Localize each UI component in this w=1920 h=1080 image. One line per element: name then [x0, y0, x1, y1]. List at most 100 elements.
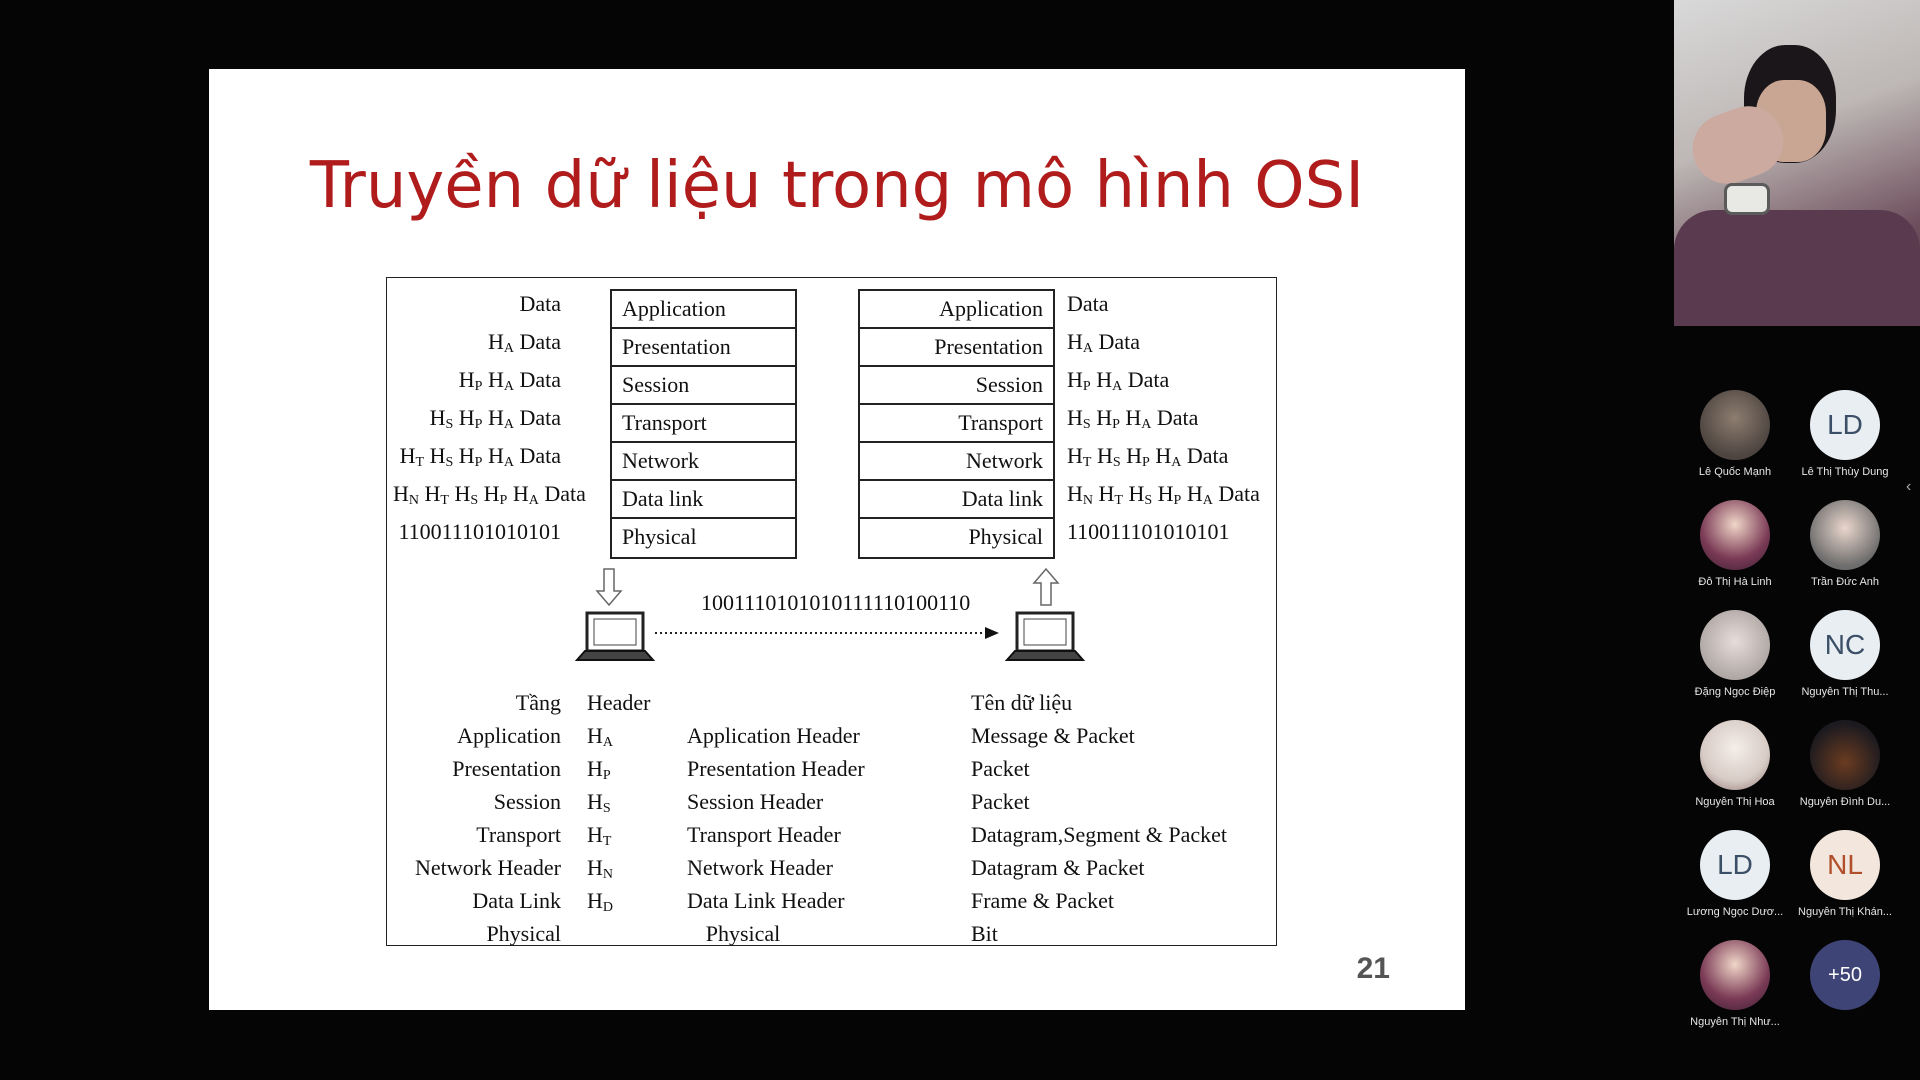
header-subscript: N	[1082, 493, 1094, 508]
header-subscript: S	[445, 417, 454, 432]
table-cell-header: HA	[587, 723, 614, 750]
slide-title: Truyền dữ liệu trong mô hình OSI	[309, 149, 1365, 223]
participant-tile[interactable]: Đỗ Thị Hà Linh	[1680, 500, 1790, 588]
avatar	[1700, 500, 1770, 570]
header-subscript: A	[1112, 379, 1123, 394]
participant-name: Lương Ngọc Dươ...	[1686, 906, 1784, 918]
header-subscript: S	[470, 493, 479, 508]
header-subscript: P	[474, 417, 483, 432]
speaker-video[interactable]	[1674, 0, 1920, 326]
header-subscript: S	[1082, 417, 1091, 432]
header-subscript: P	[474, 379, 483, 394]
header-subscript: A	[1171, 455, 1182, 470]
participant-tile[interactable]: Nguyễn Đình Du...	[1790, 720, 1900, 808]
table-cell-header: HS	[587, 789, 611, 816]
laptop-icon	[574, 611, 656, 661]
table-cell-layer: Transport	[476, 822, 561, 847]
osi-layer: Presentation	[860, 329, 1053, 367]
chevron-left-icon[interactable]: ‹	[1906, 478, 1912, 495]
avatar: NC	[1810, 610, 1880, 680]
avatar	[1810, 720, 1880, 790]
participant-tile[interactable]: +50	[1790, 940, 1900, 1010]
avatar	[1700, 610, 1770, 680]
table-column-heading: Tầng	[515, 690, 561, 715]
header-subscript: S	[1112, 455, 1121, 470]
header-subscript: P	[1142, 455, 1150, 470]
table-cell-header-name: Presentation Header	[687, 756, 865, 781]
table-cell-data-name: Packet	[971, 756, 1030, 781]
header-subscript: T	[1114, 493, 1123, 508]
header-label: HA Data	[487, 329, 561, 356]
header-subscript: T	[1082, 455, 1092, 470]
avatar: LD	[1700, 830, 1770, 900]
participant-tile[interactable]: Nguyễn Thị Hoa	[1680, 720, 1790, 808]
participant-tile[interactable]: Trần Đức Anh	[1790, 500, 1900, 588]
header-subscript: N	[408, 493, 420, 508]
transmission-graphic	[574, 567, 1086, 661]
osi-layer: Data link	[612, 481, 795, 519]
header-subscript: A	[503, 455, 514, 470]
table-cell-layer: Data Link	[472, 888, 561, 913]
table-column-heading: Header	[587, 690, 651, 715]
header-subscript: T	[440, 493, 449, 508]
avatar: LD	[1810, 390, 1880, 460]
table-cell-data-name: Message & Packet	[971, 723, 1135, 748]
participant-tile[interactable]: Lê Quốc Mạnh	[1680, 390, 1790, 478]
table-cell-header: HN	[587, 855, 614, 882]
participant-name: Nguyễn Thị Khán...	[1798, 906, 1892, 918]
osi-layer: Transport	[860, 405, 1053, 443]
header-subscript: P	[602, 768, 611, 783]
participant-name: Nguyễn Đình Du...	[1799, 796, 1891, 808]
bitstream: 1001110101010111110100110	[701, 590, 971, 615]
header-subscript: P	[1082, 379, 1091, 394]
participant-tile[interactable]: Nguyễn Thị Như...	[1680, 940, 1790, 1028]
osi-layer: Session	[612, 367, 795, 405]
avatar	[1700, 390, 1770, 460]
header-subscript: N	[602, 867, 614, 882]
table-cell-header-name: Physical	[705, 921, 781, 946]
page-number: 21	[1356, 952, 1390, 985]
avatar	[1810, 500, 1880, 570]
avatar	[1700, 720, 1770, 790]
header-subscript: P	[1112, 417, 1120, 432]
table-cell-layer: Application	[457, 723, 561, 748]
participant-tile[interactable]: LD Lương Ngọc Dươ...	[1680, 830, 1790, 918]
header-subscript: A	[1141, 417, 1152, 432]
osi-layer: Presentation	[612, 329, 795, 367]
header-subscript: A	[503, 341, 514, 356]
participant-name: Trần Đức Anh	[1810, 576, 1880, 588]
table-cell-header-name: Network Header	[687, 855, 833, 880]
osi-layer: Physical	[622, 524, 697, 549]
table-cell-header: HD	[587, 888, 614, 915]
table-cell-layer: Session	[493, 789, 561, 814]
header-label: HA Data	[1067, 329, 1141, 356]
table-cell-header-name: Session Header	[687, 789, 824, 814]
header-subscript: D	[602, 900, 614, 915]
table-column-heading	[687, 686, 799, 719]
header-subscript: S	[602, 801, 611, 816]
header-label: 110011101010101	[398, 519, 561, 544]
table-cell-header-name: Transport Header	[687, 822, 841, 847]
participant-name: Nguyễn Thị Như...	[1690, 1016, 1780, 1028]
header-label: Data	[1067, 291, 1109, 316]
osi-layer: Network	[612, 443, 795, 481]
participant-name: Đỗ Thị Hà Linh	[1698, 576, 1772, 588]
osi-layer: Physical	[968, 524, 1043, 549]
participant-tile[interactable]: Đặng Ngọc Điệp	[1680, 610, 1790, 698]
avatar	[1700, 940, 1770, 1010]
table-cell-data-name: Bit	[971, 921, 998, 946]
arrow-icon	[985, 627, 999, 639]
table-cell-data-name: Datagram & Packet	[971, 855, 1145, 880]
osi-layer: Application	[612, 291, 795, 329]
header-subscript: T	[602, 834, 612, 849]
